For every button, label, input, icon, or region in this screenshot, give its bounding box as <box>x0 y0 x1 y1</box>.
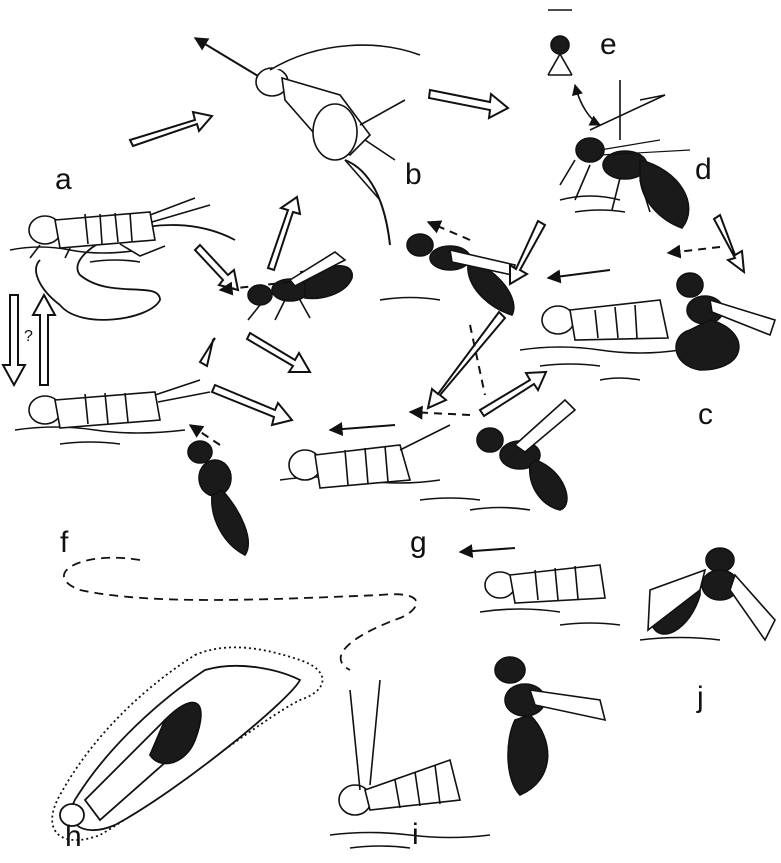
wasp-i <box>495 657 605 795</box>
panel-label-f: f <box>60 528 68 558</box>
arrow-d-to-c <box>714 215 744 272</box>
panel-label-a: a <box>55 165 72 195</box>
arrow-a-to-center <box>195 245 238 290</box>
arrow-f-to-g <box>212 385 292 425</box>
arrow-center-to-f <box>200 338 215 366</box>
wasp-d <box>560 138 690 228</box>
cricket-j <box>485 565 605 603</box>
uncertain-transition-mark: ? <box>24 328 33 346</box>
cricket-b <box>256 45 420 200</box>
panel-label-i: i <box>412 820 419 850</box>
panel-label-h: h <box>65 822 82 852</box>
panel-label-c: c <box>698 400 713 430</box>
panel-label-b: b <box>405 160 422 190</box>
wasp-j <box>648 548 775 640</box>
wasp-c-and-cricket <box>542 273 775 370</box>
cricket-a <box>29 198 210 258</box>
panel-label-d: d <box>695 155 712 185</box>
wasp-g <box>477 400 575 510</box>
wasp-center <box>248 252 352 320</box>
burrow-h <box>52 647 322 840</box>
cricket-i <box>339 680 460 815</box>
arrow-center-up <box>268 197 300 270</box>
arrow-center-to-g <box>247 333 310 372</box>
wasp-b-lower <box>407 234 515 315</box>
search-trail <box>36 225 416 670</box>
arrow-g-to-c <box>480 372 546 416</box>
arrow-b-to-g <box>428 312 505 408</box>
panel-label-g: g <box>410 528 427 558</box>
arrow-up-left <box>33 295 55 385</box>
arrow-a-to-b <box>130 112 212 146</box>
arrow-d-to-b <box>510 221 545 284</box>
cricket-f <box>29 380 210 428</box>
arrow-b-to-d <box>429 90 508 118</box>
panel-label-j: j <box>697 683 704 713</box>
cricket-g <box>289 425 450 488</box>
arrow-down-left <box>3 295 25 385</box>
transition-arrows <box>3 90 744 425</box>
wasp-f <box>188 441 248 555</box>
panel-label-e: e <box>600 30 617 60</box>
